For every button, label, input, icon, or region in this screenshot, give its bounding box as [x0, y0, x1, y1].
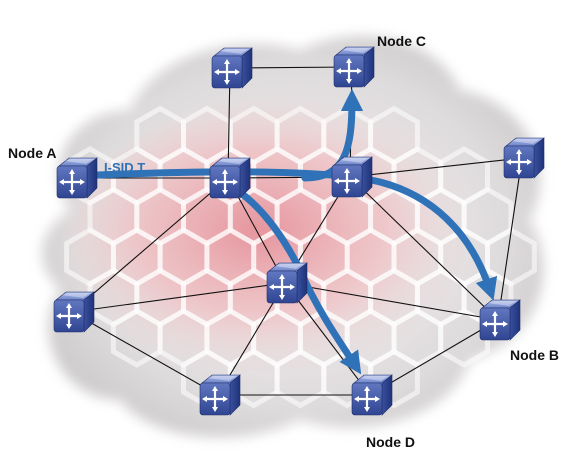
- router-icon: [199, 374, 241, 416]
- link-center-B: [284, 282, 499, 321]
- node-b-label: Node B: [510, 347, 559, 363]
- link-center-D: [284, 282, 371, 396]
- router-icon: [211, 47, 253, 89]
- link-left-bottom-bottom-left: [71, 311, 219, 396]
- router-icon: [53, 291, 95, 333]
- link-center-left-bottom: [71, 282, 286, 313]
- link-center-left-left-bottom: [71, 177, 229, 313]
- router-icon: [331, 156, 373, 198]
- link-center-right-B: [349, 176, 499, 321]
- router-icon: [333, 46, 375, 88]
- service-id-label: I-SID T: [104, 160, 146, 175]
- router-icon: [479, 299, 521, 341]
- router-icon: [266, 262, 308, 304]
- routers: [53, 46, 545, 416]
- link-center-right-right: [349, 157, 523, 178]
- hexagon-cell: [438, 308, 490, 368]
- router-icon: [503, 137, 545, 179]
- router-icon: [351, 374, 393, 416]
- link-right-B: [497, 157, 523, 321]
- node-a-label: Node A: [8, 145, 57, 161]
- router-icon: [56, 157, 98, 199]
- router-icon: [209, 157, 251, 199]
- node-d-label: Node D: [366, 434, 415, 450]
- node-c-label: Node C: [377, 33, 426, 49]
